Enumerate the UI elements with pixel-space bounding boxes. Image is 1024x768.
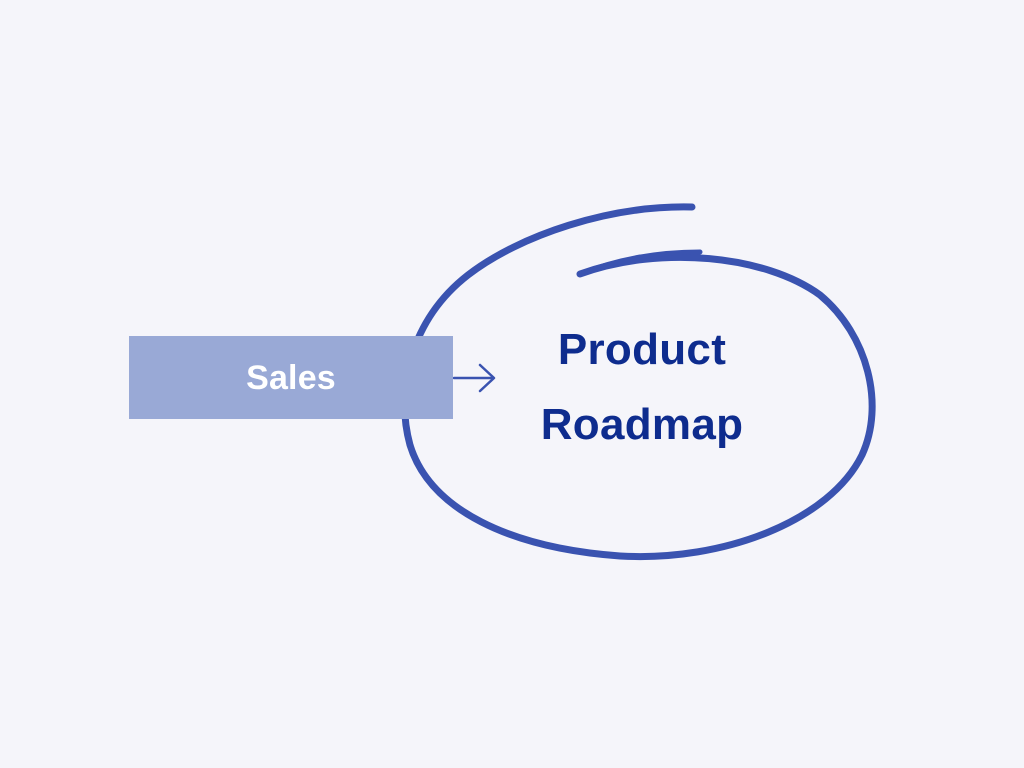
product-roadmap-line2: Roadmap — [540, 400, 744, 449]
product-roadmap-line1: Product — [557, 325, 727, 374]
sales-box: Sales — [129, 336, 453, 419]
ellipse-outer-stroke — [401, 203, 876, 561]
arrow-right-icon — [452, 363, 496, 393]
sales-label: Sales — [246, 358, 336, 397]
ellipse-inner-tail — [577, 249, 703, 277]
product-roadmap-title: Product Roadmap — [500, 312, 784, 462]
